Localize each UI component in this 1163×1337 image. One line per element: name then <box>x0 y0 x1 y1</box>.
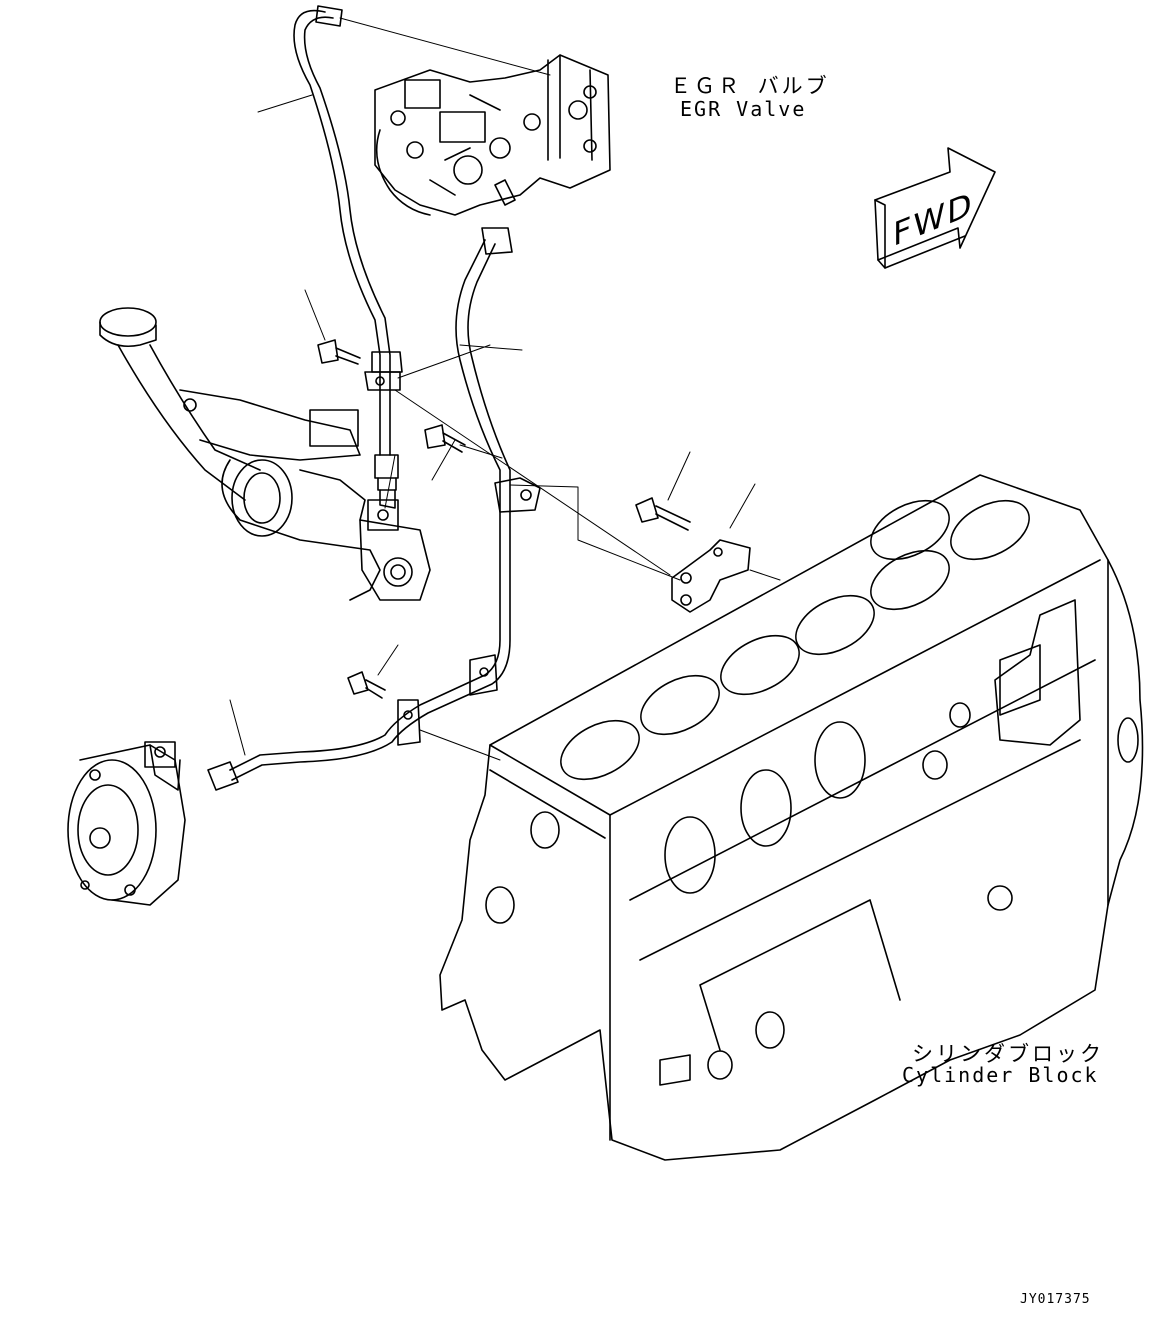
drawing-code: JY017375 <box>1020 1292 1091 1307</box>
bolt-3 <box>635 497 691 531</box>
clamp-1 <box>364 351 403 391</box>
egr-valve-label-en: EGR Valve <box>680 97 807 121</box>
egr-valve-part <box>374 54 611 216</box>
leader-lines <box>229 17 781 761</box>
pipe-1 <box>293 5 399 531</box>
pump-part <box>67 741 186 906</box>
bracket <box>671 539 751 613</box>
cylinder-block-label-en: Cylinder Block <box>902 1063 1099 1087</box>
fwd-arrow-icon <box>874 147 996 269</box>
cylinder-block-part <box>439 474 1144 1161</box>
pipe-2 <box>207 227 513 791</box>
cylinder-block-label-jp: シリンダブロック <box>912 1042 1104 1066</box>
bolt-4 <box>347 671 386 699</box>
clamp-3 <box>397 654 498 746</box>
bolt-1 <box>317 339 361 365</box>
egr-valve-label-jp: ＥＧＲ バルブ <box>670 74 830 98</box>
bolt-2 <box>424 424 466 453</box>
clamp-2 <box>494 477 541 513</box>
oil-filler-part <box>99 307 431 601</box>
